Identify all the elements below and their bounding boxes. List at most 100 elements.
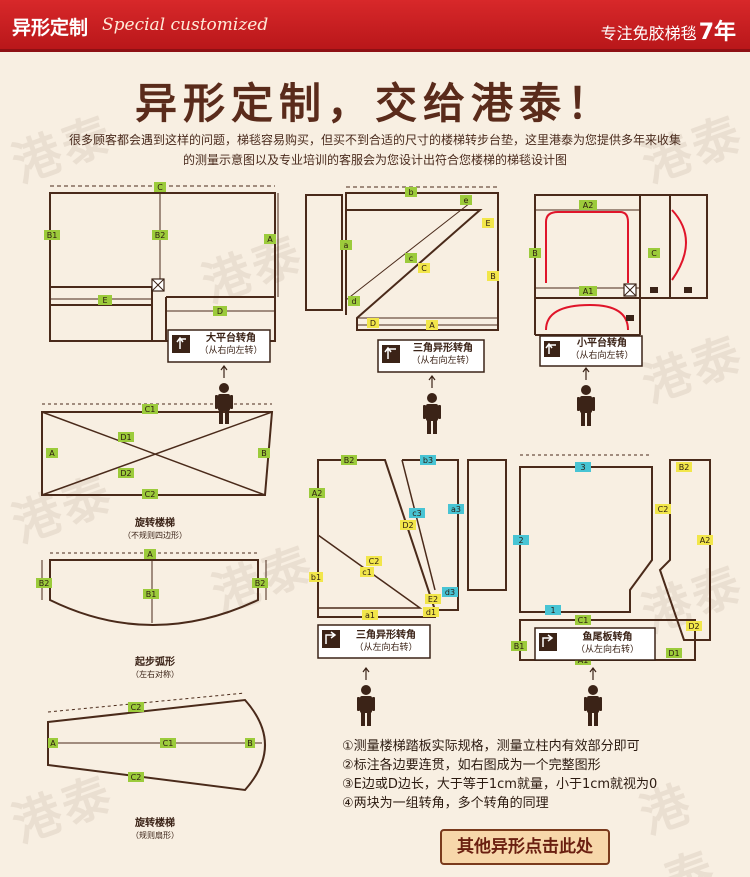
svg-text:D: D: [217, 307, 223, 316]
intro-line: 很多顾客都会遇到这样的问题，梯毯容易购买，但买不到合适的尺寸的楼梯转步台垫，这里…: [68, 133, 681, 147]
caption-subtitle: （从左向右转）: [575, 645, 639, 655]
caption-title: 旋转楼梯: [135, 518, 175, 529]
svg-text:b: b: [408, 188, 413, 197]
sign-fishtail: [534, 627, 656, 661]
caption-arc-start: 起步弧形 （左右对称）: [100, 657, 210, 681]
svg-text:B: B: [261, 449, 267, 458]
caption-title: 小平台转角: [577, 338, 627, 349]
svg-text:2: 2: [518, 536, 523, 545]
diagram-spiral-fan: [47, 692, 266, 792]
svg-text:B2: B2: [344, 456, 355, 465]
sign-big-platform: [167, 329, 271, 363]
svg-text:B1: B1: [47, 231, 58, 240]
svg-text:c1: c1: [362, 568, 372, 577]
svg-text:A1: A1: [583, 287, 594, 296]
caption-subtitle: （从右向左转）: [570, 351, 634, 361]
caption-title: 三角异形转角: [413, 343, 473, 354]
svg-text:A: A: [267, 235, 273, 244]
svg-text:b3: b3: [423, 456, 433, 465]
svg-text:B2: B2: [155, 231, 166, 240]
svg-text:D1: D1: [668, 649, 679, 658]
svg-text:A2: A2: [312, 489, 323, 498]
svg-text:A: A: [50, 739, 56, 748]
svg-text:C1: C1: [578, 616, 589, 625]
header-title-cn: 异形定制: [12, 17, 89, 39]
svg-text:C: C: [421, 264, 427, 273]
svg-text:A2: A2: [583, 201, 594, 210]
svg-text:B2: B2: [255, 579, 266, 588]
svg-text:B1: B1: [514, 642, 525, 651]
svg-text:a1: a1: [365, 611, 375, 620]
sign-small-platform: [539, 335, 643, 367]
diagram-spiral-quad: [41, 403, 274, 496]
caption-triangle-left: 三角异形转角 （从右向左转）: [402, 343, 484, 367]
svg-text:1: 1: [550, 606, 555, 615]
caption-triangle-right: 三角异形转角 （从左向右转）: [342, 630, 430, 654]
svg-text:d3: d3: [445, 588, 455, 597]
svg-text:C2: C2: [369, 557, 380, 566]
header-slogan: 专注免胶梯毯7年: [601, 14, 736, 46]
caption-subtitle: （规则扇形）: [131, 831, 179, 840]
slogan-text: 专注免胶梯毯: [600, 24, 697, 43]
svg-text:d: d: [351, 297, 356, 306]
svg-text:D1: D1: [120, 433, 131, 442]
svg-text:A: A: [429, 321, 435, 330]
svg-text:3: 3: [580, 463, 585, 472]
svg-text:B: B: [490, 272, 496, 281]
svg-text:C2: C2: [145, 490, 156, 499]
caption-subtitle: （从右向左转）: [199, 346, 263, 356]
caption-title: 三角异形转角: [356, 630, 416, 641]
diagram-triangle-right: [317, 459, 507, 618]
svg-text:D2: D2: [688, 622, 699, 631]
slogan-years: 7年: [698, 20, 736, 45]
caption-subtitle: （从右向左转）: [411, 356, 475, 366]
caption-subtitle: （左右对称）: [131, 670, 179, 679]
svg-text:d1: d1: [426, 608, 436, 617]
note-item: ②标注各边要连贯，如右图成为一个完整图形: [342, 758, 601, 773]
caption-title: 起步弧形: [135, 657, 175, 668]
svg-text:B2: B2: [39, 579, 50, 588]
measurement-notes: ①测量楼梯踏板实际规格，测量立柱内有效部分即可 ②标注各边要连贯，如右图成为一个…: [342, 737, 657, 813]
svg-text:A2: A2: [700, 536, 711, 545]
svg-text:D: D: [370, 319, 376, 328]
svg-text:E: E: [485, 219, 490, 228]
svg-text:C2: C2: [658, 505, 669, 514]
diagram-big-platform: [49, 185, 279, 342]
intro-text: 很多顾客都会遇到这样的问题，梯毯容易购买，但买不到合适的尺寸的楼梯转步台垫，这里…: [30, 130, 720, 170]
svg-text:b1: b1: [311, 573, 321, 582]
svg-text:C2: C2: [131, 773, 142, 782]
intro-line: 的测量示意图以及专业培训的客服会为您设计出符合您楼梯的梯毯设计图: [182, 153, 567, 167]
caption-title: 鱼尾板转角: [582, 632, 633, 643]
caption-title: 旋转楼梯: [135, 818, 175, 829]
page-title: 异形定制，交给港泰！: [134, 79, 615, 128]
caption-spiral-fan: 旋转楼梯 （规则扇形）: [100, 818, 210, 842]
caption-fishtail: 鱼尾板转角 （从左向右转）: [560, 632, 655, 656]
sign-triangle-left: [377, 339, 485, 373]
svg-text:D2: D2: [120, 469, 131, 478]
svg-text:C: C: [157, 183, 163, 192]
svg-text:D2: D2: [402, 521, 413, 530]
svg-text:e: e: [464, 196, 469, 205]
header-bar: 异形定制 Special customized 专注免胶梯毯7年: [0, 0, 750, 52]
svg-text:A: A: [147, 550, 153, 559]
note-item: ①测量楼梯踏板实际规格，测量立柱内有效部分即可: [342, 739, 640, 754]
header-title-en: Special customized: [102, 15, 269, 35]
diagram-small-platform: [534, 194, 708, 336]
svg-text:A: A: [49, 449, 55, 458]
caption-spiral-quad: 旋转楼梯 （不规则四边形）: [100, 518, 210, 542]
caption-subtitle: （不规则四边形）: [123, 531, 187, 540]
more-shapes-button[interactable]: 其他异形点击此处: [440, 829, 610, 865]
svg-text:E2: E2: [428, 595, 438, 604]
svg-text:a: a: [344, 241, 349, 250]
caption-big-platform: 大平台转角 （从右向左转）: [193, 333, 269, 357]
svg-text:B: B: [532, 249, 538, 258]
diagram-triangle-left: [305, 186, 499, 331]
svg-text:B1: B1: [146, 590, 157, 599]
caption-small-platform: 小平台转角 （从右向左转）: [562, 338, 642, 362]
svg-text:E: E: [102, 296, 107, 305]
caption-subtitle: （从左向右转）: [354, 643, 418, 653]
svg-text:C2: C2: [131, 703, 142, 712]
svg-text:B2: B2: [679, 463, 690, 472]
note-item: ④两块为一组转角，多个转角的同理: [342, 796, 549, 811]
